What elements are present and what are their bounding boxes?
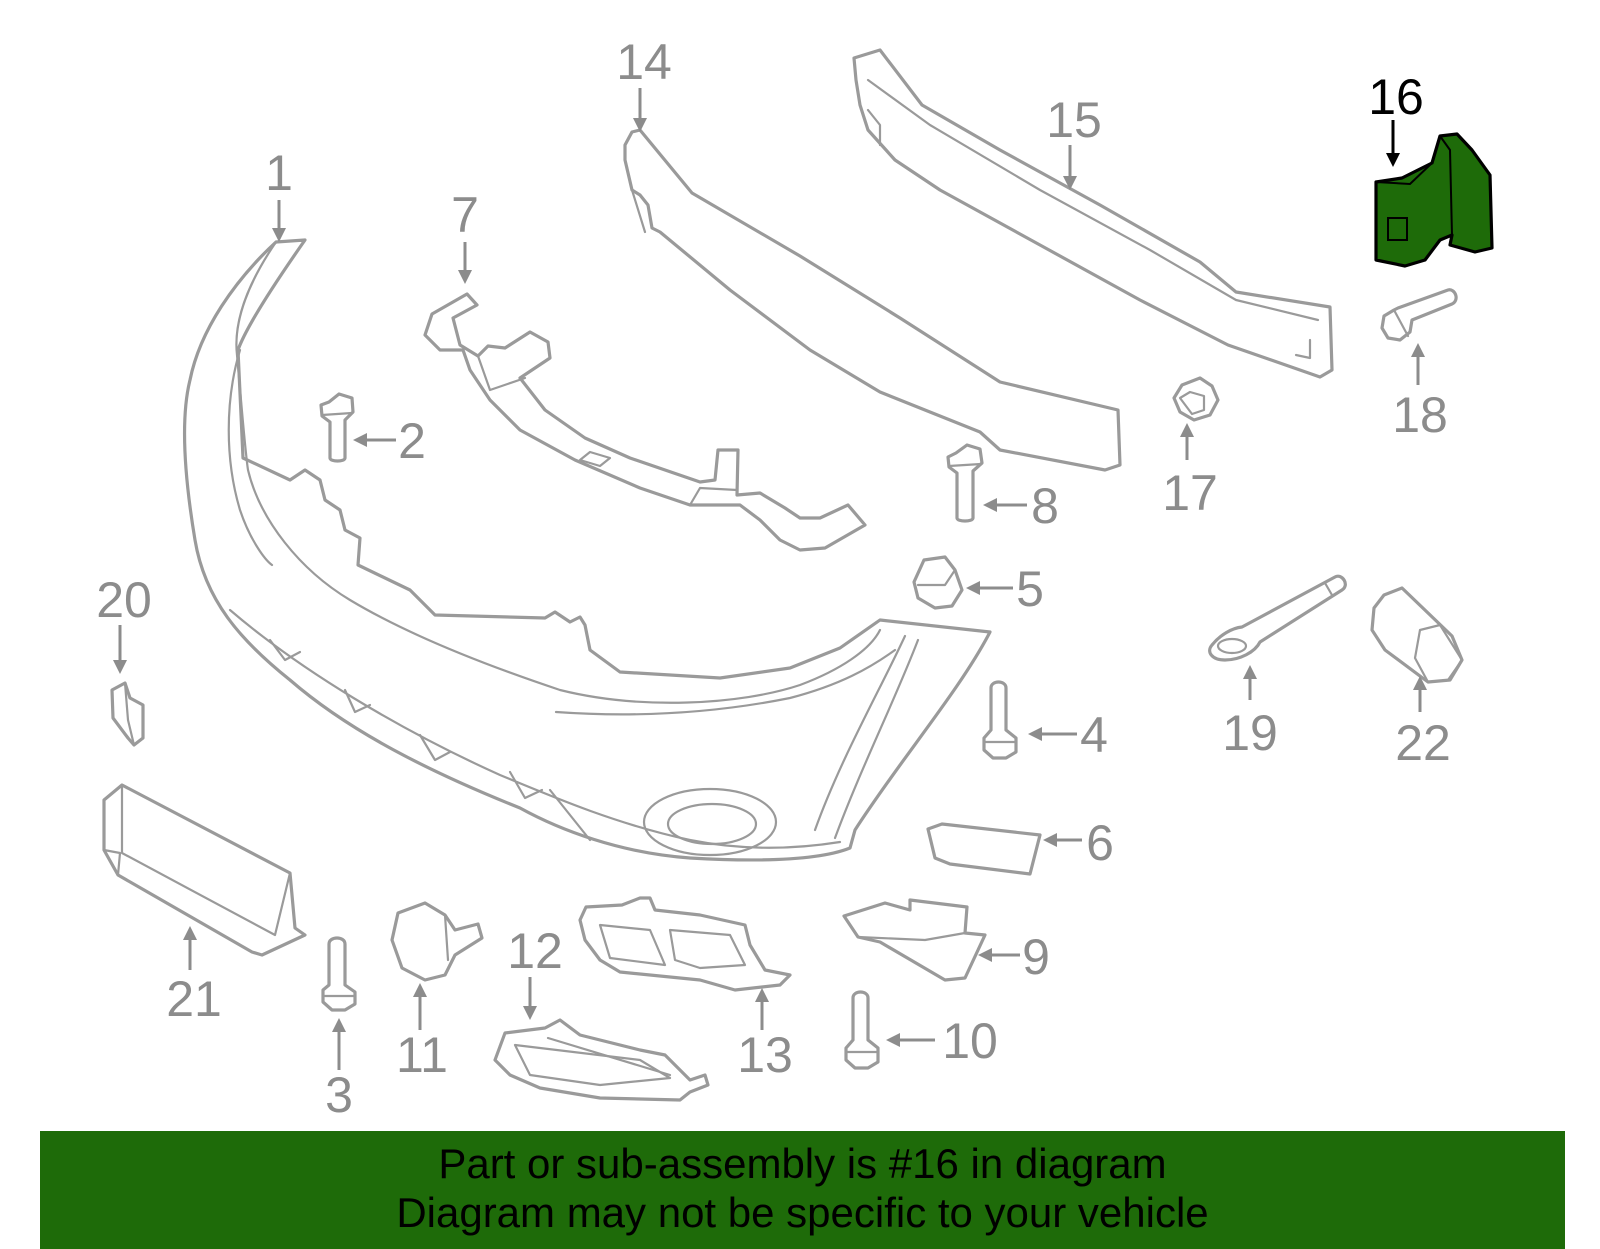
- part-12-fog-lamp: [493, 1018, 710, 1102]
- callout-1: 1: [265, 145, 293, 201]
- callout-3: 3: [325, 1067, 353, 1123]
- banner-line-1: Part or sub-assembly is #16 in diagram: [438, 1140, 1167, 1187]
- part-6-cover: [926, 822, 1042, 876]
- part-7-bracket: [423, 292, 867, 552]
- banner-line-2: Diagram may not be specific to your vehi…: [396, 1189, 1209, 1236]
- part-22-cap: [1370, 586, 1464, 684]
- part-20-clip: [110, 681, 145, 747]
- callout-5: 5: [1016, 561, 1044, 617]
- part-15-reinforcement: [852, 48, 1334, 379]
- part-2-bolt: [319, 392, 355, 463]
- part-21-deflector: [102, 783, 307, 957]
- leader-arrows: [113, 88, 1427, 1070]
- callout-19: 19: [1222, 705, 1278, 761]
- part-13-bezel: [578, 896, 792, 992]
- callout-9: 9: [1022, 929, 1050, 985]
- callout-4: 4: [1080, 707, 1108, 763]
- callout-7: 7: [451, 187, 479, 243]
- part-14-absorber: [623, 128, 1122, 472]
- callout-14: 14: [616, 34, 672, 90]
- part-19-tow-hook: [1208, 574, 1347, 662]
- callout-8: 8: [1031, 478, 1059, 534]
- info-banner: Part or sub-assembly is #16 in diagram D…: [40, 1131, 1565, 1249]
- callout-17: 17: [1162, 465, 1218, 521]
- part-8-bolt: [946, 443, 984, 523]
- callout-20: 20: [96, 572, 152, 628]
- part-5-clip: [912, 555, 964, 610]
- callout-16-highlighted: 16: [1368, 69, 1424, 125]
- callout-12: 12: [507, 923, 563, 979]
- callout-22: 22: [1395, 715, 1451, 771]
- callout-11: 11: [396, 1027, 448, 1083]
- callout-15: 15: [1046, 92, 1102, 148]
- part-16-sensor: [1374, 132, 1494, 268]
- callout-13: 13: [737, 1027, 793, 1083]
- part-3-bolt: [321, 936, 357, 1012]
- callout-2: 2: [398, 413, 426, 469]
- part-9-bracket: [842, 898, 987, 982]
- part-1-bumper-cover: [182, 238, 992, 862]
- callout-10: 10: [942, 1013, 998, 1069]
- callout-6: 6: [1086, 815, 1114, 871]
- part-10-bolt: [844, 990, 880, 1070]
- part-4-bolt: [982, 680, 1018, 760]
- part-11-clip: [390, 901, 484, 982]
- part-17-nut: [1172, 376, 1220, 422]
- callout-21: 21: [166, 971, 222, 1027]
- callout-18: 18: [1392, 387, 1448, 443]
- part-18-bolt: [1380, 288, 1458, 342]
